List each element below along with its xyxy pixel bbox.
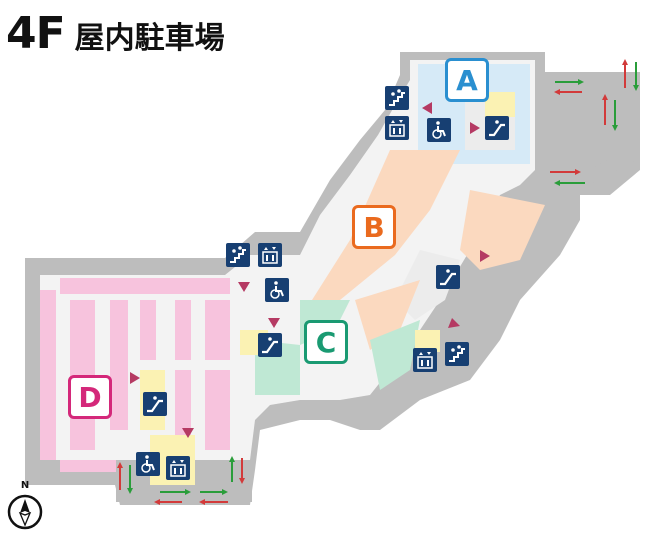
wheelchair-icon bbox=[265, 278, 289, 302]
wheelchair-icon bbox=[136, 452, 160, 476]
elevator-icon bbox=[166, 456, 190, 480]
ramp-bottom bbox=[116, 460, 252, 502]
elevator-icon bbox=[258, 243, 282, 267]
stairs-icon bbox=[385, 86, 409, 110]
ramp-right bbox=[545, 76, 634, 184]
traffic-arrows bbox=[117, 59, 639, 505]
wheelchair-icon bbox=[427, 118, 451, 142]
zone-c-label[interactable]: C bbox=[304, 320, 348, 364]
elevator-icon bbox=[385, 116, 409, 140]
floor-number: 4F bbox=[6, 8, 66, 59]
zone-a-label[interactable]: A bbox=[445, 58, 489, 102]
stairs-icon bbox=[226, 243, 250, 267]
compass-north-label: N bbox=[20, 480, 30, 491]
elevator-icon bbox=[413, 348, 437, 372]
escalator-icon bbox=[258, 333, 282, 357]
zone-b-label[interactable]: B bbox=[352, 205, 396, 249]
stairs-icon bbox=[445, 342, 469, 366]
escalator-icon bbox=[436, 265, 460, 289]
zone-d-label[interactable]: D bbox=[68, 375, 112, 419]
compass-needle-icon bbox=[7, 494, 43, 530]
floor-name: 屋内駐車場 bbox=[74, 21, 225, 56]
compass: N bbox=[7, 480, 43, 536]
escalator-icon bbox=[485, 116, 509, 140]
floor-title: 4F 屋内駐車場 bbox=[6, 8, 225, 59]
direction-marker-icon bbox=[130, 102, 490, 438]
escalator-icon bbox=[143, 392, 167, 416]
